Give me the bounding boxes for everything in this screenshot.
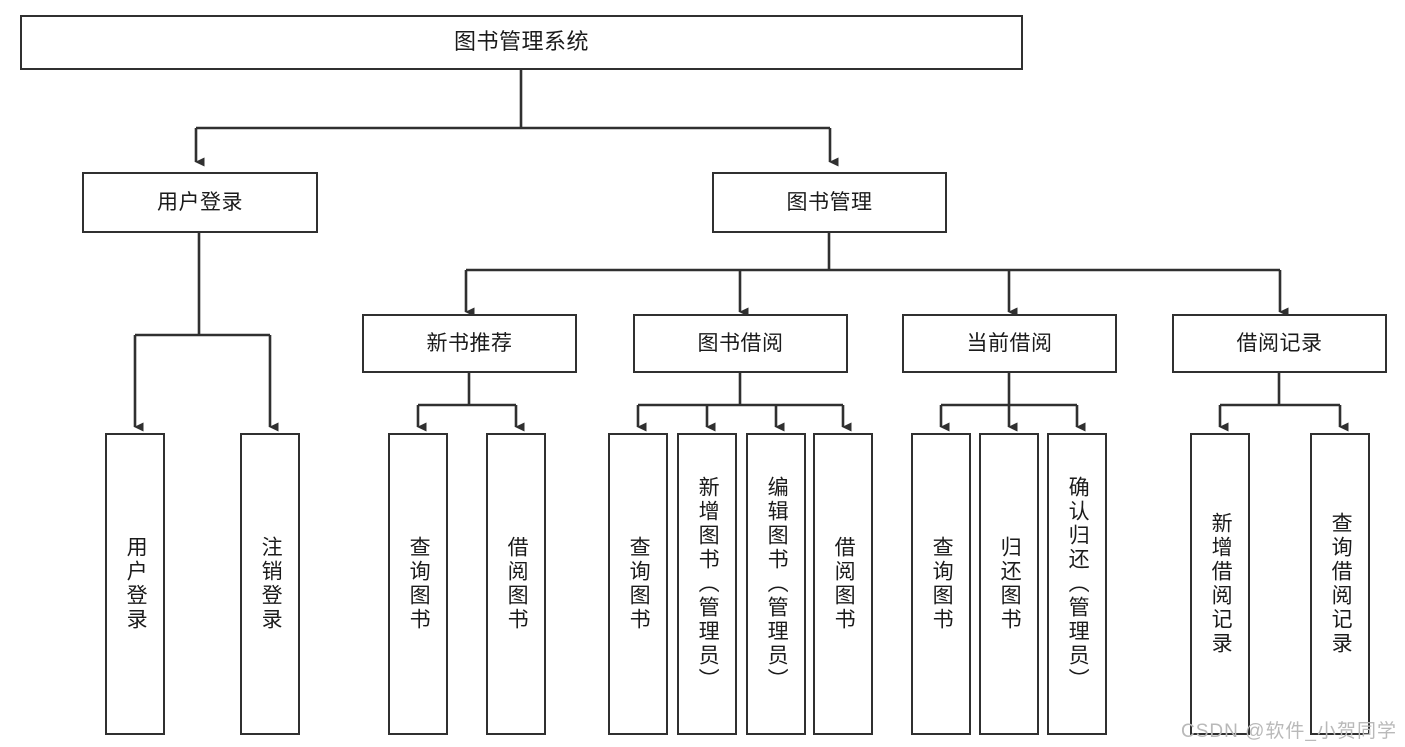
leaf-confirm-return-admin[interactable]: 确认归还（管理员） [1047,433,1107,735]
leaf-logout[interactable]: 注销登录 [240,433,300,735]
leaf-borrow-book[interactable]: 借阅图书 [813,433,873,735]
node-label: 查询图书 [930,536,954,632]
node-new-book-recommend[interactable]: 新书推荐 [362,314,577,373]
node-label: 新书推荐 [426,331,513,355]
node-label: 借阅图书 [832,536,856,632]
leaf-borrow-book-newbook[interactable]: 借阅图书 [486,433,546,735]
watermark: CSDN @软件_小贺同学 [1181,721,1397,742]
node-book-borrow[interactable]: 图书借阅 [633,314,848,373]
node-book-management[interactable]: 图书管理 [712,172,947,233]
node-label: 查询图书 [627,536,651,632]
node-label: 用户登录 [157,190,243,214]
node-label: 确认归还（管理员） [1066,476,1090,692]
node-current-borrow[interactable]: 当前借阅 [902,314,1117,373]
node-label: 查询图书 [407,536,431,632]
node-label: 编辑图书（管理员） [765,476,789,692]
leaf-add-borrow-record[interactable]: 新增借阅记录 [1190,433,1250,735]
leaf-add-book-admin[interactable]: 新增图书（管理员） [677,433,737,735]
leaf-query-book-current[interactable]: 查询图书 [911,433,971,735]
node-label: 借阅图书 [505,536,529,632]
leaf-query-book-borrow[interactable]: 查询图书 [608,433,668,735]
node-root-library-system[interactable]: 图书管理系统 [20,15,1023,70]
node-label: 新增图书（管理员） [696,476,720,692]
node-label: 查询借阅记录 [1329,512,1353,656]
node-borrow-record[interactable]: 借阅记录 [1172,314,1387,373]
leaf-return-book[interactable]: 归还图书 [979,433,1039,735]
node-label: 借阅记录 [1236,331,1323,355]
leaf-query-book-newbook[interactable]: 查询图书 [388,433,448,735]
node-label: 图书借阅 [697,331,784,355]
node-label: 图书管理系统 [453,29,589,55]
node-label: 新增借阅记录 [1209,512,1233,656]
leaf-query-borrow-record[interactable]: 查询借阅记录 [1310,433,1370,735]
leaf-user-login[interactable]: 用户登录 [105,433,165,735]
node-label: 用户登录 [124,536,148,632]
node-label: 注销登录 [259,536,283,632]
node-user-login[interactable]: 用户登录 [82,172,318,233]
node-label: 当前借阅 [966,331,1053,355]
node-label: 图书管理 [786,190,873,214]
node-label: 归还图书 [998,536,1022,632]
leaf-edit-book-admin[interactable]: 编辑图书（管理员） [746,433,806,735]
